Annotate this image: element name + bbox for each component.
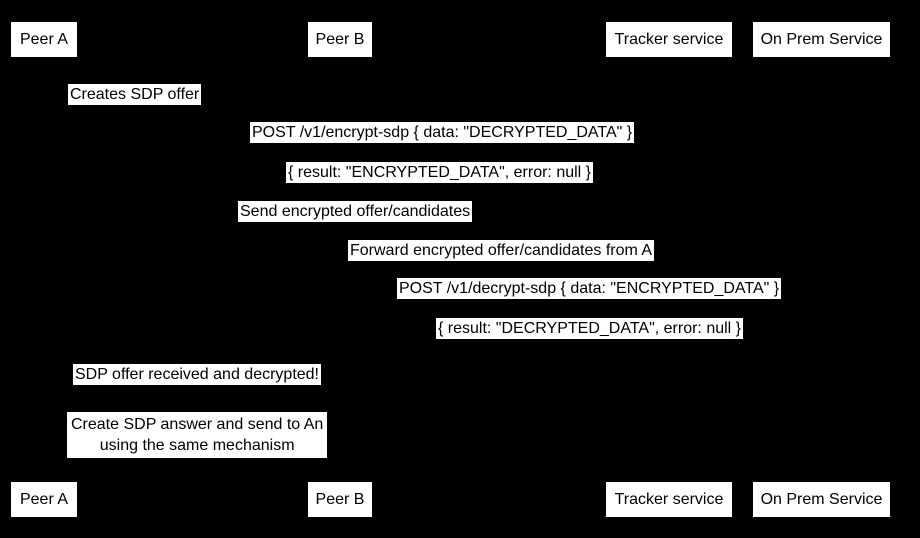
actor-tracker-service-top: Tracker service — [606, 22, 732, 57]
actor-on-prem-service-bottom: On Prem Service — [753, 482, 890, 517]
message-send-encrypted-offer: Send encrypted offer/candidates — [238, 201, 473, 222]
actor-on-prem-service-top: On Prem Service — [753, 22, 890, 57]
actor-peer-a-bottom: Peer A — [11, 482, 77, 517]
message-sdp-offer-received: SDP offer received and decrypted! — [73, 364, 321, 385]
message-forward-encrypted-offer: Forward encrypted offer/candidates from … — [348, 240, 655, 261]
message-encrypt-result: { result: "ENCRYPTED_DATA", error: null … — [286, 162, 594, 183]
message-post-encrypt-sdp: POST /v1/encrypt-sdp { data: "DECRYPTED_… — [250, 122, 635, 143]
message-decrypt-result: { result: "DECRYPTED_DATA", error: null … — [436, 318, 744, 339]
note-create-sdp-answer: Create SDP answer and send to An using t… — [67, 412, 328, 458]
message-post-decrypt-sdp: POST /v1/decrypt-sdp { data: "ENCRYPTED_… — [397, 278, 782, 299]
actor-tracker-service-bottom: Tracker service — [606, 482, 732, 517]
message-creates-sdp-offer: Creates SDP offer — [68, 84, 202, 105]
actor-peer-b-top: Peer B — [308, 22, 372, 57]
note-line-2: using the same mechanism — [99, 437, 295, 454]
note-line-1: Create SDP answer and send to An — [71, 416, 324, 433]
actor-peer-b-bottom: Peer B — [308, 482, 372, 517]
actor-peer-a-top: Peer A — [11, 22, 77, 57]
